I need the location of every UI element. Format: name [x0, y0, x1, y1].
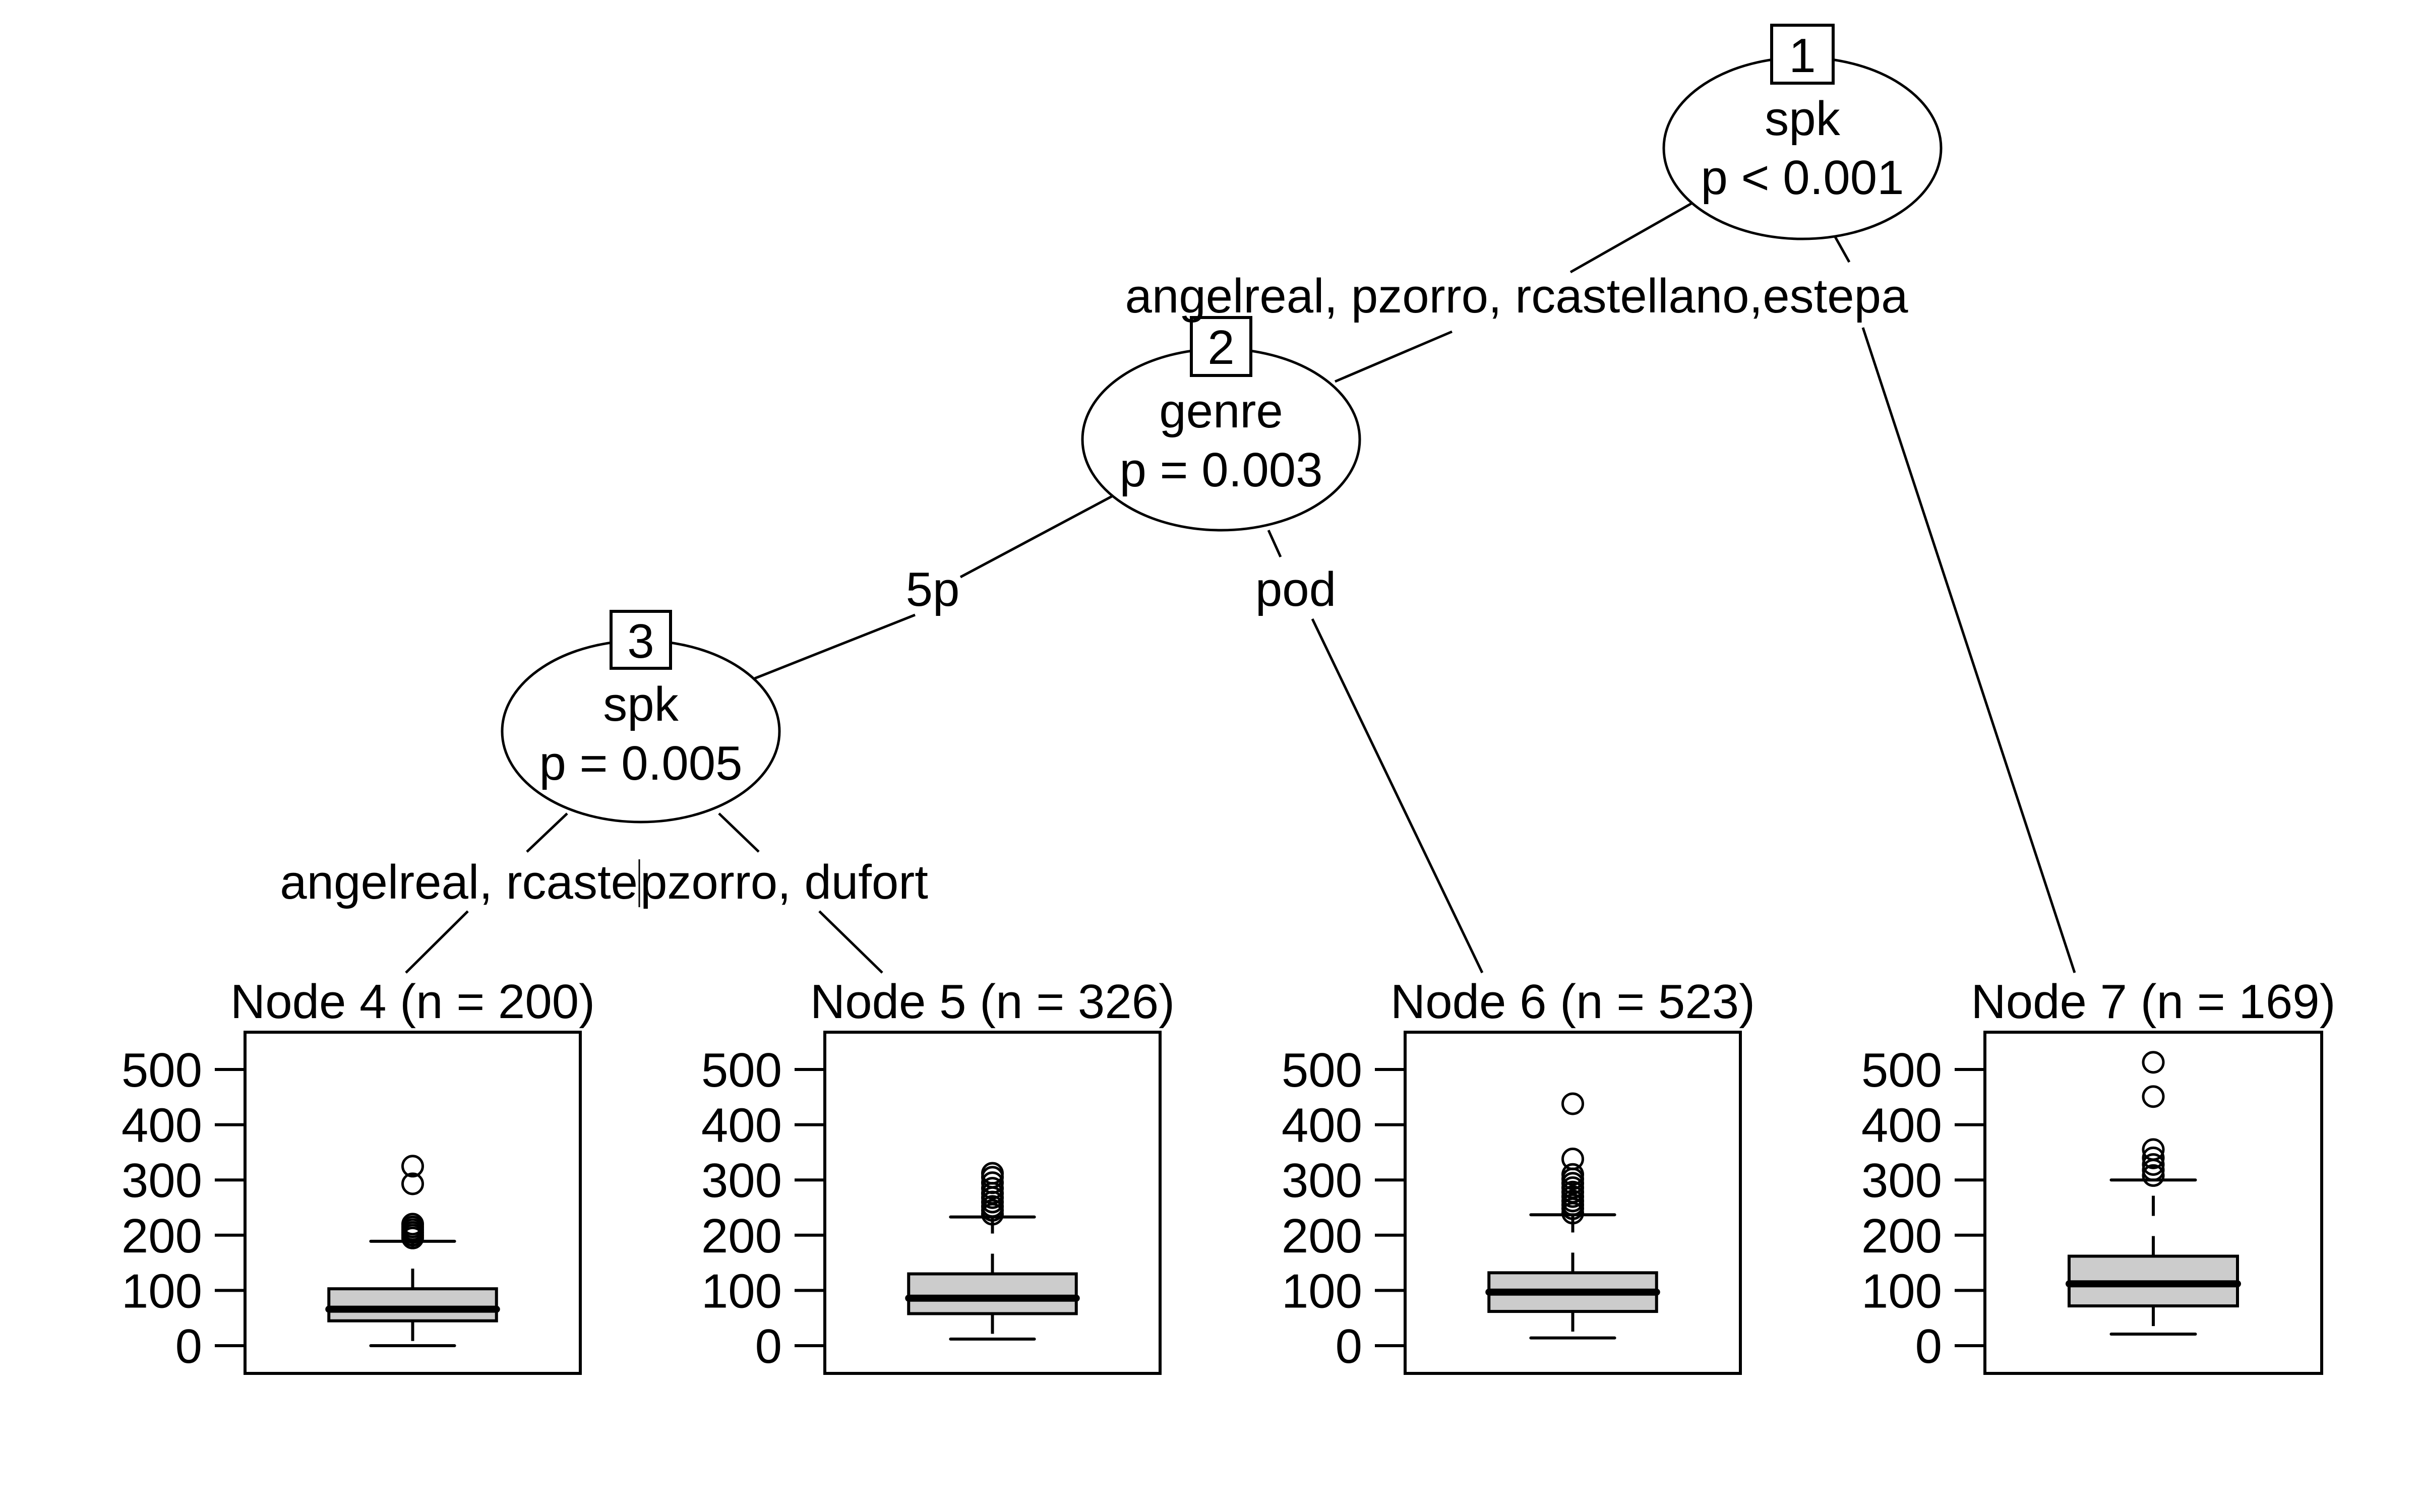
node-1-variable: spk [1765, 92, 1840, 146]
node-6-outlier [1561, 1148, 1584, 1171]
edge-2-6 [1267, 529, 1282, 558]
node-5-frame [823, 1031, 1162, 1375]
node-4-outlier [401, 1213, 424, 1236]
y-tick-label: 300 [1861, 1154, 1942, 1208]
y-tick-label: 100 [701, 1264, 782, 1318]
edge-label-3-5: pzorro, dufort [640, 855, 928, 909]
node-2-id: 2 [1207, 321, 1234, 374]
node-1-id: 1 [1789, 29, 1816, 83]
node-3-variable: spk [603, 677, 679, 731]
inner-node-3: 3 spk p = 0.005 [501, 610, 781, 824]
y-tick-label: 200 [122, 1209, 202, 1263]
node-7-outlier [2142, 1085, 2165, 1108]
node-5-outlier [981, 1177, 1004, 1200]
node-4-outlier [401, 1172, 424, 1195]
y-tick-label: 300 [122, 1154, 202, 1208]
edge-1-7 [1834, 236, 1851, 263]
node-4-title: Node 4 (n = 200) [230, 975, 595, 1029]
edge-1-2-lower [1335, 330, 1453, 383]
y-tick-label: 100 [1282, 1264, 1362, 1318]
edge-1-2 [1569, 199, 1698, 274]
y-tick-label: 500 [1861, 1043, 1942, 1097]
node-1-pvalue: p < 0.001 [1701, 151, 1904, 205]
edge-3-5-lower [818, 910, 883, 974]
y-tick-label: 100 [1861, 1264, 1942, 1318]
node-7-title: Node 7 (n = 169) [1971, 975, 2335, 1029]
node-7-outlier [2142, 1051, 2165, 1074]
y-tick-label: 0 [1336, 1319, 1362, 1373]
edge-1-7-lower [1861, 327, 2076, 973]
y-tick-label: 100 [122, 1264, 202, 1318]
node-4-outlier [401, 1155, 424, 1178]
edge-3-5 [718, 812, 760, 853]
tree-edges [405, 199, 2076, 974]
edge-label-1-2: angelreal, pzorro, rcastellano,estepa [1125, 269, 1909, 323]
y-tick-label: 200 [1282, 1209, 1362, 1263]
y-tick-label: 400 [701, 1099, 782, 1153]
node-7-frame [1983, 1031, 2323, 1375]
y-tick-label: 400 [1861, 1099, 1942, 1153]
node-5-iqr-box [907, 1272, 1078, 1315]
node-2-variable: genre [1159, 384, 1283, 438]
y-tick-label: 400 [122, 1099, 202, 1153]
y-tick-label: 500 [1282, 1043, 1362, 1097]
edge-2-6-lower [1311, 618, 1484, 974]
node-6-frame [1404, 1031, 1742, 1375]
node-4-frame [244, 1031, 582, 1375]
node-2-pvalue: p = 0.003 [1119, 443, 1322, 497]
node-6-outlier [1561, 1163, 1584, 1186]
y-tick-label: 200 [1861, 1209, 1942, 1263]
node-3-id-box [610, 610, 672, 670]
node-7-outlier [2142, 1146, 2165, 1169]
node-7-outlier [2142, 1164, 2165, 1187]
inner-node-2: 2 genre p = 0.003 [1081, 316, 1361, 532]
node-5-outlier [981, 1171, 1004, 1194]
edge-3-4-lower [405, 910, 469, 974]
node-2-id-box [1190, 316, 1252, 377]
node-1-id-box [1770, 24, 1835, 85]
node-6-outlier [1561, 1092, 1584, 1115]
y-tick-label: 400 [1282, 1099, 1362, 1153]
node-7-outlier [2142, 1153, 2165, 1176]
edge-label-2-6: pod [1255, 562, 1336, 616]
edge-2-3 [959, 495, 1113, 579]
y-tick-label: 300 [1282, 1154, 1362, 1208]
node-3-pvalue: p = 0.005 [539, 736, 742, 790]
node-5-title: Node 5 (n = 326) [810, 975, 1175, 1029]
y-tick-label: 0 [175, 1319, 202, 1373]
y-tick-label: 0 [1915, 1319, 1942, 1373]
node-3-id: 3 [627, 614, 654, 668]
inner-node-1: 1 spk p < 0.001 [1662, 24, 1943, 240]
y-tick-label: 500 [701, 1043, 782, 1097]
y-tick-label: 300 [701, 1154, 782, 1208]
node-5-outlier [981, 1162, 1004, 1185]
y-tick-label: 500 [122, 1043, 202, 1097]
edge-label-3-4: angelreal, rcaste [280, 855, 638, 909]
y-tick-label: 200 [701, 1209, 782, 1263]
edge-label-2-3: 5p [906, 562, 960, 616]
edge-2-3-lower [754, 613, 916, 680]
edge-3-4 [526, 812, 568, 853]
node-4-iqr-box [327, 1287, 498, 1322]
node-7-outlier [2142, 1138, 2165, 1161]
node-6-title: Node 6 (n = 523) [1390, 975, 1755, 1029]
y-tick-label: 0 [755, 1319, 782, 1373]
